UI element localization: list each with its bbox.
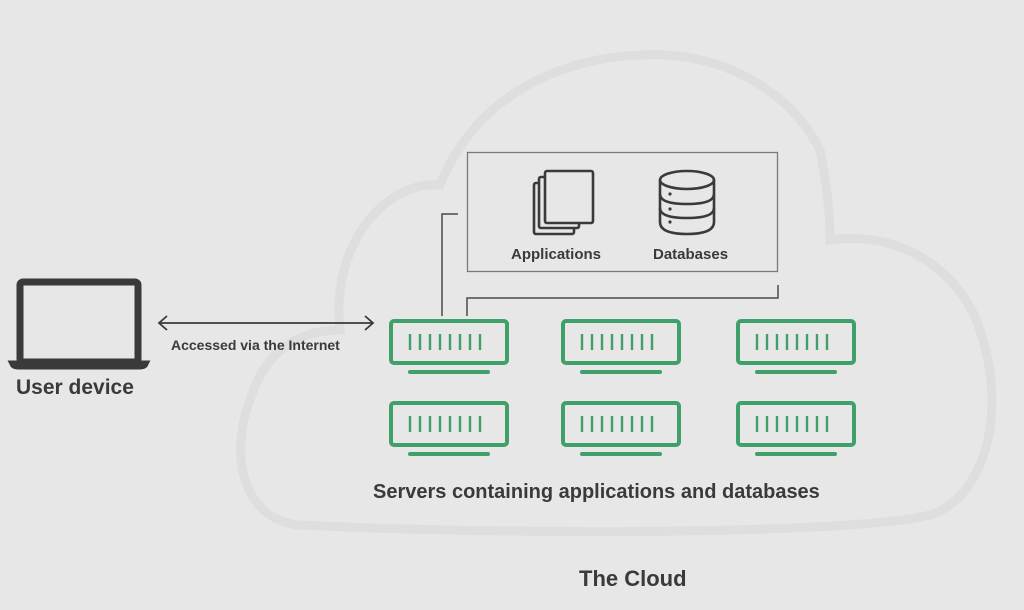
laptop-icon [7, 278, 151, 370]
contents-box [466, 151, 779, 273]
connection-label: Accessed via the Internet [171, 337, 340, 353]
server-grid [389, 319, 856, 456]
databases-label: Databases [653, 246, 729, 263]
server-body [389, 401, 509, 447]
server-body [736, 401, 856, 447]
server-body [561, 401, 681, 447]
bidirectional-arrow-icon [157, 315, 375, 331]
database-icon [658, 169, 716, 236]
server-body [736, 319, 856, 365]
servers-label: Servers containing applications and data… [373, 481, 820, 503]
server-body [389, 319, 509, 365]
cloud-title: The Cloud [579, 566, 687, 591]
connector-left [441, 213, 458, 316]
server-icon [561, 401, 681, 456]
user-device-label: User device [16, 376, 134, 399]
connector-right [466, 285, 779, 316]
server-icon [389, 319, 509, 374]
applications-label: Applications [511, 246, 602, 263]
server-body [561, 319, 681, 365]
server-icon [561, 319, 681, 374]
server-icon [389, 401, 509, 456]
server-icon [736, 319, 856, 374]
documents-stack-icon [532, 169, 595, 236]
cloud-outline [236, 50, 997, 537]
server-icon [736, 401, 856, 456]
